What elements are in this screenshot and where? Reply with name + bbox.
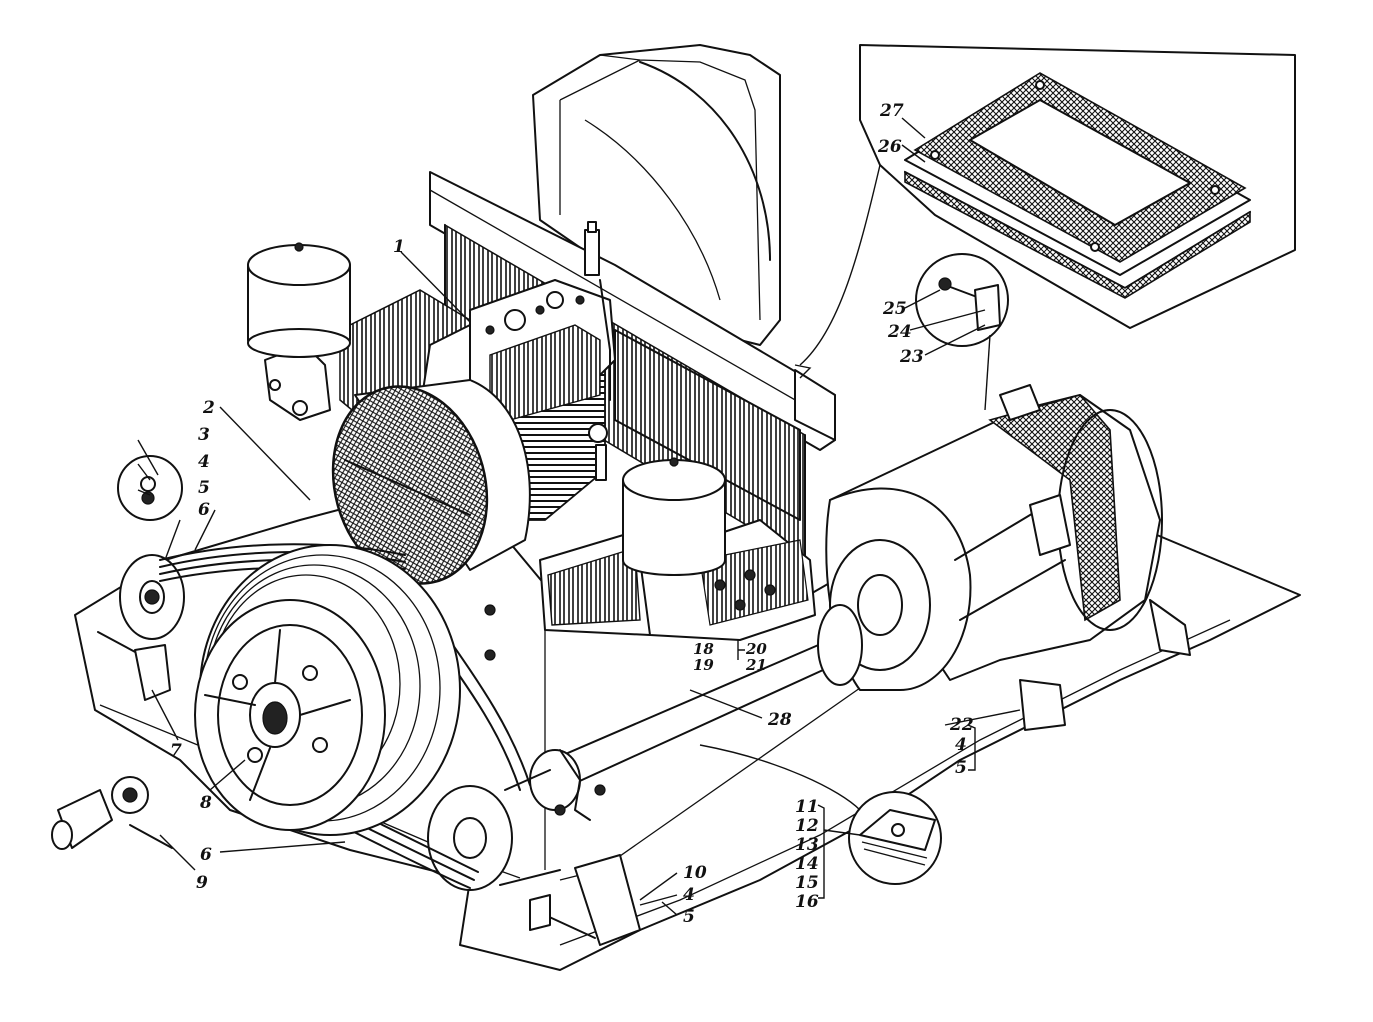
callout-10: 10 xyxy=(683,863,707,883)
cylinder xyxy=(419,221,616,521)
detail-mount-bolt xyxy=(915,253,1009,347)
callout-23: 23 xyxy=(899,347,924,367)
callout-7: 7 xyxy=(170,741,182,761)
callout-5-right: 5 xyxy=(955,758,967,778)
callout-22: 22 xyxy=(949,715,974,735)
callout-9: 9 xyxy=(196,873,208,893)
callout-24: 24 xyxy=(887,322,912,342)
callout-5-left: 5 xyxy=(198,478,210,498)
flywheel-pulley xyxy=(194,544,496,836)
right-air-filter xyxy=(622,457,726,576)
callout-28: 28 xyxy=(767,710,792,730)
left-small-pulley xyxy=(119,554,185,640)
callout-15: 15 xyxy=(795,873,819,893)
callout-8: 8 xyxy=(199,793,212,813)
left-air-filter xyxy=(247,242,351,358)
drive-shaft xyxy=(529,604,863,821)
callout-12: 12 xyxy=(795,816,819,836)
callout-26: 26 xyxy=(877,137,902,157)
callout-21: 21 xyxy=(745,656,767,674)
detail-link-lines xyxy=(164,164,991,811)
callout-labels: 1 2 3 4 5 6 7 8 6 9 10 4 5 11 12 13 14 1… xyxy=(170,101,974,927)
callout-20: 20 xyxy=(745,640,767,658)
callout-4-front: 4 xyxy=(683,885,695,905)
callout-14: 14 xyxy=(795,854,819,874)
callout-25: 25 xyxy=(882,299,907,319)
callout-4-left: 4 xyxy=(198,452,210,472)
callout-16: 16 xyxy=(795,892,819,912)
callout-27: 27 xyxy=(879,101,904,121)
callout-1: 1 xyxy=(393,237,405,257)
callout-6-left: 6 xyxy=(198,500,210,520)
callout-13: 13 xyxy=(795,835,819,855)
callout-11: 11 xyxy=(795,797,819,817)
detail-filter-gasket xyxy=(859,44,1296,329)
left-tensioner-bolt xyxy=(97,631,171,701)
detached-fitting xyxy=(51,776,173,850)
callout-18: 18 xyxy=(693,640,714,658)
callout-6-front: 6 xyxy=(200,845,212,865)
detail-left-bolt xyxy=(117,455,183,521)
front-tensioner-bolt xyxy=(529,854,641,946)
callout-2: 2 xyxy=(202,398,215,418)
fan-guard xyxy=(331,379,531,585)
front-small-pulley xyxy=(427,769,561,891)
callout-4-right: 4 xyxy=(955,735,967,755)
callout-3: 3 xyxy=(198,425,210,445)
callout-19: 19 xyxy=(693,656,714,674)
detail-shim xyxy=(848,791,942,885)
callout-leaders xyxy=(137,117,1021,916)
callout-5-front: 5 xyxy=(683,907,695,927)
